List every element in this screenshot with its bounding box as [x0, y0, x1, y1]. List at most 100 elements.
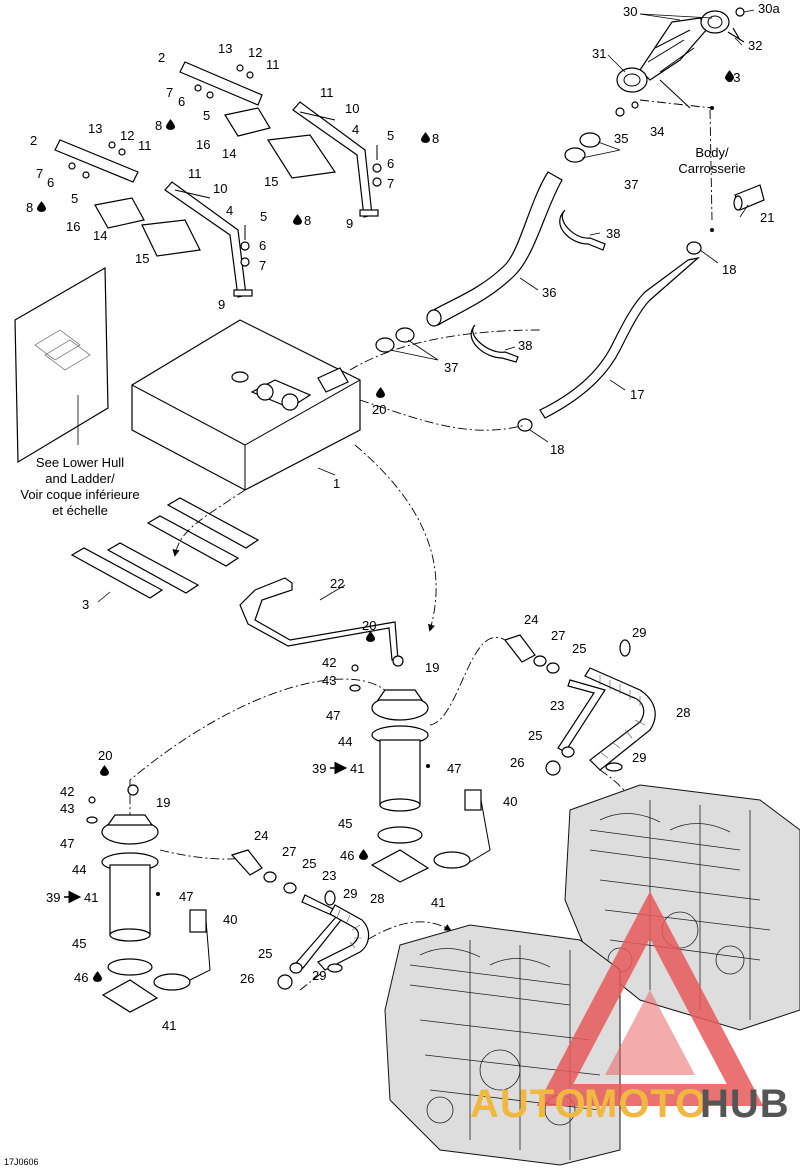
callout-36: 36 [542, 285, 556, 300]
callout-6-lower-b: 6 [259, 238, 266, 253]
callout-17: 17 [630, 387, 644, 402]
callout-16-lower: 16 [66, 219, 80, 234]
callout-23-upper: 23 [550, 698, 564, 713]
callout-43-upper: 43 [322, 673, 336, 688]
brand-watermark [536, 891, 764, 1106]
callout-47-upper-b: 47 [447, 761, 461, 776]
fuel-hose-assembly-upper [504, 634, 656, 776]
callout-9-lower: 9 [218, 297, 225, 312]
callout-5-upper-b: 5 [387, 128, 394, 143]
callout-25-upper-a: 25 [572, 641, 586, 656]
callout-8-lower-b: 8 [304, 213, 311, 228]
callout-41-lower-b: 41 [162, 1018, 176, 1033]
callout-14-upper: 14 [222, 146, 236, 161]
callout-4-upper: 4 [352, 122, 359, 137]
callout-41-upper-b: 41 [431, 895, 445, 910]
callout-25-upper-b: 25 [528, 728, 542, 743]
callout-arrows [64, 761, 348, 904]
callout-12-lower: 12 [120, 128, 134, 143]
callout-5-lower-a: 5 [71, 191, 78, 206]
callout-42-upper: 42 [322, 655, 336, 670]
see-lower-hull-line-4: et échelle [52, 503, 108, 518]
see-lower-hull-line-2: and Ladder/ [45, 471, 115, 486]
callout-11-lower-a: 11 [138, 138, 152, 153]
see-lower-hull-note: See Lower Hull and Ladder/ Voir coque in… [20, 455, 139, 518]
callout-19-upper: 19 [425, 660, 439, 675]
callout-46-upper: 46 [340, 848, 354, 863]
callout-45-upper: 45 [338, 816, 352, 831]
callout-3: 3 [82, 597, 89, 612]
brand-text-mid: MOTO [584, 1082, 707, 1126]
callout-10-upper: 10 [345, 101, 359, 116]
drop-icon [100, 765, 109, 776]
callout-13-upper: 13 [218, 41, 232, 56]
brand-text-right: HUB [700, 1082, 790, 1126]
diagram-code: 17J0606 [4, 1157, 39, 1167]
callout-26-upper: 26 [510, 755, 524, 770]
callout-25-lower-b: 25 [258, 946, 272, 961]
callout-47-lower-a: 47 [60, 836, 74, 851]
callout-2-lower: 2 [30, 133, 37, 148]
callout-47-lower-b: 47 [179, 889, 193, 904]
drop-icon [421, 132, 430, 143]
vent-line-22 [239, 577, 399, 661]
callout-30: 30 [623, 4, 637, 19]
callout-6-lower: 6 [47, 175, 54, 190]
see-lower-hull-line-3: Voir coque inférieure [20, 487, 139, 502]
callout-38-upper: 38 [606, 226, 620, 241]
callout-14-lower: 14 [93, 228, 107, 243]
callout-45-lower: 45 [72, 936, 86, 951]
callout-39-41-upper: 39 [312, 761, 326, 776]
connection-dashed-lines [129, 329, 634, 991]
callout-41-lower-a: 41 [84, 890, 98, 905]
body-note-line-1: Body/ [695, 145, 729, 160]
callout-32: 32 [748, 38, 762, 53]
fuel-pump-upper [349, 655, 491, 883]
callout-43-lower: 43 [60, 801, 74, 816]
callout-9-upper: 9 [346, 216, 353, 231]
callout-7-upper: 7 [166, 85, 173, 100]
callout-42-lower: 42 [60, 784, 74, 799]
callout-5-upper-a: 5 [203, 108, 210, 123]
callout-44-lower: 44 [72, 862, 86, 877]
callout-1: 1 [333, 476, 340, 491]
callout-24-lower: 24 [254, 828, 268, 843]
callout-29-upper-a: 29 [632, 625, 646, 640]
fuel-pump-lower [86, 784, 211, 1013]
callout-31: 31 [592, 46, 606, 61]
callout-6-upper-b: 6 [387, 156, 394, 171]
callout-37-upper: 37 [624, 177, 638, 192]
callout-15-lower: 15 [135, 251, 149, 266]
see-lower-hull-line-1: See Lower Hull [36, 455, 124, 470]
callout-8-upper-b: 8 [432, 131, 439, 146]
callout-8-upper-a: 8 [155, 118, 162, 133]
callout-2-upper: 2 [158, 50, 165, 65]
callout-30a: 30a [758, 1, 780, 16]
callout-35: 35 [614, 131, 628, 146]
callout-23-lower: 23 [322, 868, 336, 883]
fuel-tank [131, 319, 361, 491]
callout-47-upper-a: 47 [326, 708, 340, 723]
callout-6-upper: 6 [178, 94, 185, 109]
callout-24-upper: 24 [524, 612, 538, 627]
callout-20-pump-lower: 20 [98, 748, 112, 763]
callout-11-upper-a: 11 [266, 57, 280, 72]
drop-icon [93, 971, 102, 982]
tank-strap-assembly-lower [54, 139, 253, 298]
tank-strap-assembly-upper [179, 61, 382, 218]
callout-5-lower-b: 5 [260, 209, 267, 224]
callout-28-lower: 28 [370, 891, 384, 906]
callout-7-lower-b: 7 [259, 258, 266, 273]
brand-text-left: AUTO [470, 1082, 587, 1126]
callout-21: 21 [760, 210, 774, 225]
hull-pads [70, 497, 260, 603]
body-note: Body/ Carrosserie [678, 145, 745, 176]
callout-7-upper-b: 7 [387, 176, 394, 191]
callout-27-upper: 27 [551, 628, 565, 643]
callout-7-lower: 7 [36, 166, 43, 181]
callout-26-lower: 26 [240, 971, 254, 986]
callout-18-lower: 18 [550, 442, 564, 457]
callout-13-lower: 13 [88, 121, 102, 136]
filler-neck-assembly [375, 7, 765, 432]
